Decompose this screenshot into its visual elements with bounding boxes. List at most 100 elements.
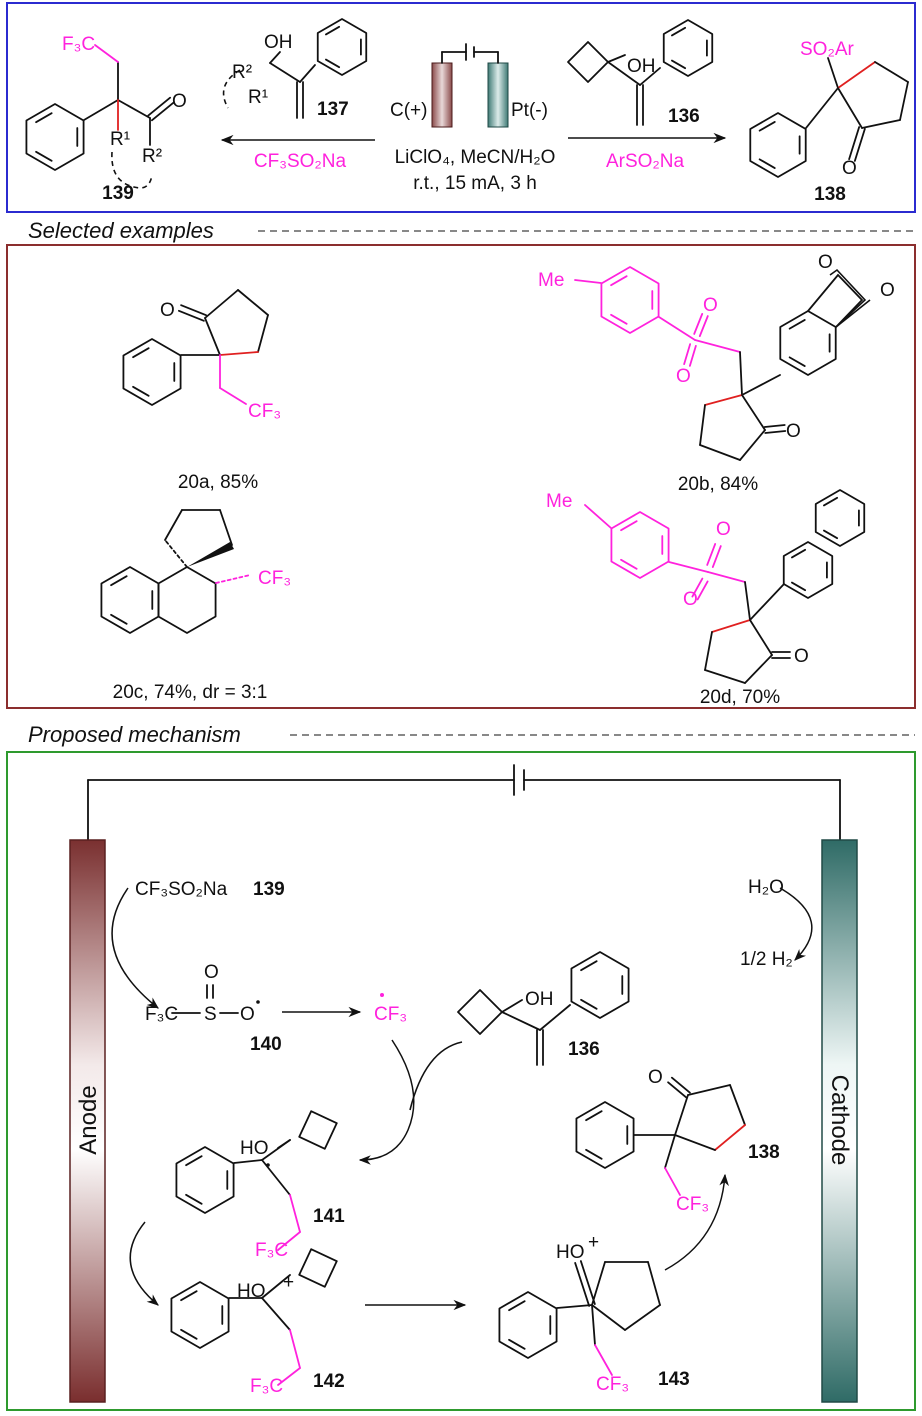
bond: [556, 1304, 593, 1309]
reagent-right: ArSO₂Na: [606, 151, 685, 172]
oxygen-label: O: [842, 158, 857, 179]
oxygen-label: O: [160, 300, 175, 321]
bond: [699, 404, 706, 446]
bond: [707, 571, 746, 583]
bond: [591, 1261, 606, 1306]
cyclohexane-ring: [157, 566, 217, 634]
cf3-label: CF₃: [596, 1374, 629, 1395]
bond: [687, 1084, 731, 1096]
new-bond: [714, 1124, 746, 1151]
dioxole-oxygen: O: [880, 280, 895, 301]
aromatic-bond: [580, 960, 598, 972]
naphthalene-ring: [782, 541, 834, 599]
oh-label: OH: [627, 56, 656, 77]
double-bond: [764, 430, 787, 434]
cathode-electrode: [487, 62, 509, 128]
reagent-left: CF₃SO₂Na: [254, 151, 347, 172]
sulfonyl-oxygen: O: [703, 295, 718, 316]
ch2-bond: [827, 57, 839, 89]
bond: [694, 339, 741, 353]
bond: [219, 509, 233, 546]
aromatic-bond: [325, 25, 341, 36]
reagent-label: CF₃SO₂Na: [135, 879, 228, 900]
aromatic-bond: [35, 150, 53, 162]
reduction-arrow: [779, 887, 813, 961]
bond: [261, 1297, 291, 1331]
bond: [837, 87, 863, 129]
aromatic-bond: [610, 313, 628, 325]
sulfonyl-oxygen: O: [683, 589, 698, 610]
bond: [233, 1159, 263, 1164]
aromatic-bond: [180, 1328, 198, 1340]
example-label-20b: 20b, 84%: [678, 474, 758, 495]
bond: [664, 1167, 681, 1196]
bond: [741, 394, 766, 431]
bond: [277, 1367, 301, 1386]
bond: [204, 289, 239, 319]
bond: [861, 119, 901, 129]
cyclobutane-ring: [298, 1110, 338, 1150]
cf3-label: CF₃: [676, 1194, 709, 1215]
sulfonyl-oxygen: O: [716, 519, 731, 540]
benzene-ring: [122, 338, 182, 406]
double-bond: [150, 101, 175, 122]
double-bond: [683, 343, 692, 366]
new-bond: [711, 619, 751, 633]
bond: [744, 581, 751, 621]
oxygen-radical-label: O: [240, 1004, 255, 1025]
bond: [729, 1084, 746, 1126]
double-bond: [574, 1262, 591, 1307]
aromatic-bond: [620, 520, 638, 532]
bond: [237, 289, 269, 316]
bond: [261, 1159, 291, 1196]
double-bond: [579, 1260, 596, 1305]
aromatic-bond: [788, 356, 806, 367]
double-bond: [698, 315, 709, 338]
ring-fragment-dashed: [111, 151, 153, 189]
compound-label-143: 143: [658, 1369, 690, 1390]
r1-label: R¹: [248, 87, 268, 108]
methyl-label: Me: [538, 270, 564, 291]
bond: [739, 429, 766, 461]
bond: [117, 99, 151, 119]
benzene-ring: [570, 951, 630, 1019]
aromatic-bond: [35, 112, 53, 124]
aromatic-bond: [823, 496, 839, 507]
dioxole-oxygen: O: [818, 252, 833, 273]
double-bond: [706, 543, 717, 566]
bond: [269, 62, 301, 83]
bond: [664, 1134, 676, 1169]
anode-electrode: [69, 839, 106, 1403]
bond: [647, 1261, 661, 1306]
double-bond: [763, 424, 786, 428]
aromatic-bond: [185, 1193, 203, 1205]
bond: [164, 509, 183, 541]
anode-label: C(+): [390, 100, 427, 121]
hashed-bond-cf3: [215, 574, 251, 584]
compound-label-136: 136: [568, 1039, 600, 1060]
dioxole-ring: [807, 273, 864, 328]
r2-label: R²: [142, 146, 162, 167]
bond: [277, 1139, 291, 1149]
bond: [607, 54, 626, 63]
tolyl-ring: [610, 511, 670, 579]
benzene-ring: [175, 1146, 235, 1214]
bond: [874, 61, 909, 83]
compound-label-139: 139: [253, 879, 285, 900]
aromatic-bond: [758, 121, 776, 132]
bond: [501, 999, 523, 1013]
cf3-label: CF₃: [258, 568, 291, 589]
aromatic-bond: [585, 1110, 603, 1122]
benzene-ring: [662, 19, 714, 77]
ketone-oxygen: O: [786, 421, 801, 442]
oxidation-arrow: [129, 1221, 159, 1306]
bond: [674, 1094, 689, 1136]
bond: [269, 51, 281, 64]
aromatic-bond: [132, 347, 150, 359]
double-bond: [848, 126, 861, 161]
oh-label: OH: [525, 989, 554, 1010]
water-label: H₂O: [748, 877, 784, 898]
ho-label: HO: [556, 1242, 585, 1263]
aromatic-bond: [508, 1300, 526, 1312]
curved-arrow-join: [409, 1041, 463, 1111]
